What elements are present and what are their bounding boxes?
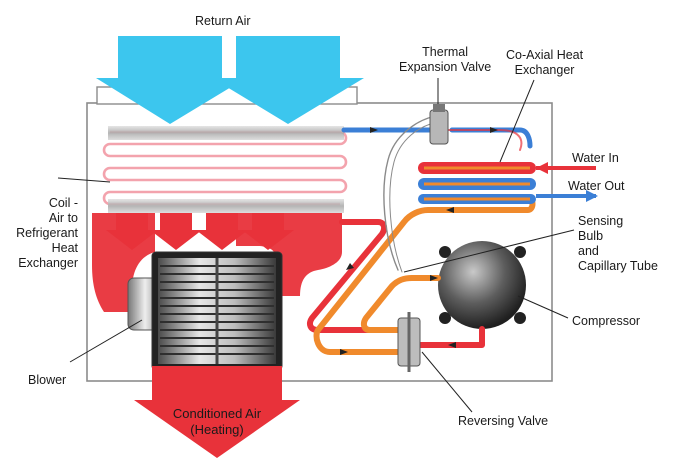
coil-fins-bottom (108, 199, 344, 213)
blower-assembly (127, 251, 283, 371)
coil-line-1: Coil - (48, 196, 78, 210)
coil-fins-top (108, 126, 344, 140)
sensing-line-4: Capillary Tube (578, 259, 658, 273)
refrigerant-coil (102, 130, 348, 206)
coaxial-heat-exchanger-label: Co-Axial Heat Exchanger (506, 48, 583, 78)
conditioned-air-arrow (134, 366, 300, 458)
conditioned-air-label: Conditioned Air (Heating) (160, 406, 274, 438)
thermal-expansion-valve-body (429, 104, 449, 145)
coax-line-2: Exchanger (514, 63, 575, 77)
coil-line-5: Exchanger (18, 256, 78, 270)
sensing-line-1: Sensing (578, 214, 624, 228)
conditioned-line-2: (Heating) (190, 422, 244, 437)
thermal-expansion-valve-label: Thermal Expansion Valve (399, 45, 491, 75)
reversing-valve-label: Reversing Valve (458, 414, 549, 428)
water-out-label: Water Out (568, 179, 625, 193)
coil-line-4: Heat (51, 241, 78, 255)
water-in-label: Water In (572, 151, 619, 165)
sensing-bulb-label: Sensing Bulb and Capillary Tube (578, 214, 658, 274)
conditioned-line-1: Conditioned Air (172, 406, 262, 421)
sensing-line-2: Bulb (578, 229, 604, 243)
reversing-valve-body (397, 312, 421, 372)
tev-line-1: Thermal (422, 45, 469, 59)
return-air-label: Return Air (195, 14, 251, 28)
coil-line-3: Refrigerant (16, 226, 78, 240)
sensing-line-3: and (578, 244, 599, 258)
tev-line-2: Expansion Valve (399, 60, 492, 74)
water-out-arrow-icon (586, 190, 598, 202)
water-in-arrow-icon (536, 162, 548, 174)
leader-lines (57, 78, 575, 413)
compressor-label: Compressor (572, 314, 641, 328)
return-air-arrows (96, 36, 364, 124)
coil-line-2: Air to (48, 211, 78, 225)
heated-air-flow (92, 213, 342, 312)
coax-line-1: Co-Axial Heat (506, 48, 584, 62)
blower-label: Blower (28, 373, 67, 387)
compressor-body (438, 241, 526, 329)
flow-direction-arrows (340, 127, 498, 355)
coaxial-exchanger-body (418, 162, 536, 204)
coil-label: Coil - Air to Refrigerant Heat Exchanger (4, 196, 78, 271)
